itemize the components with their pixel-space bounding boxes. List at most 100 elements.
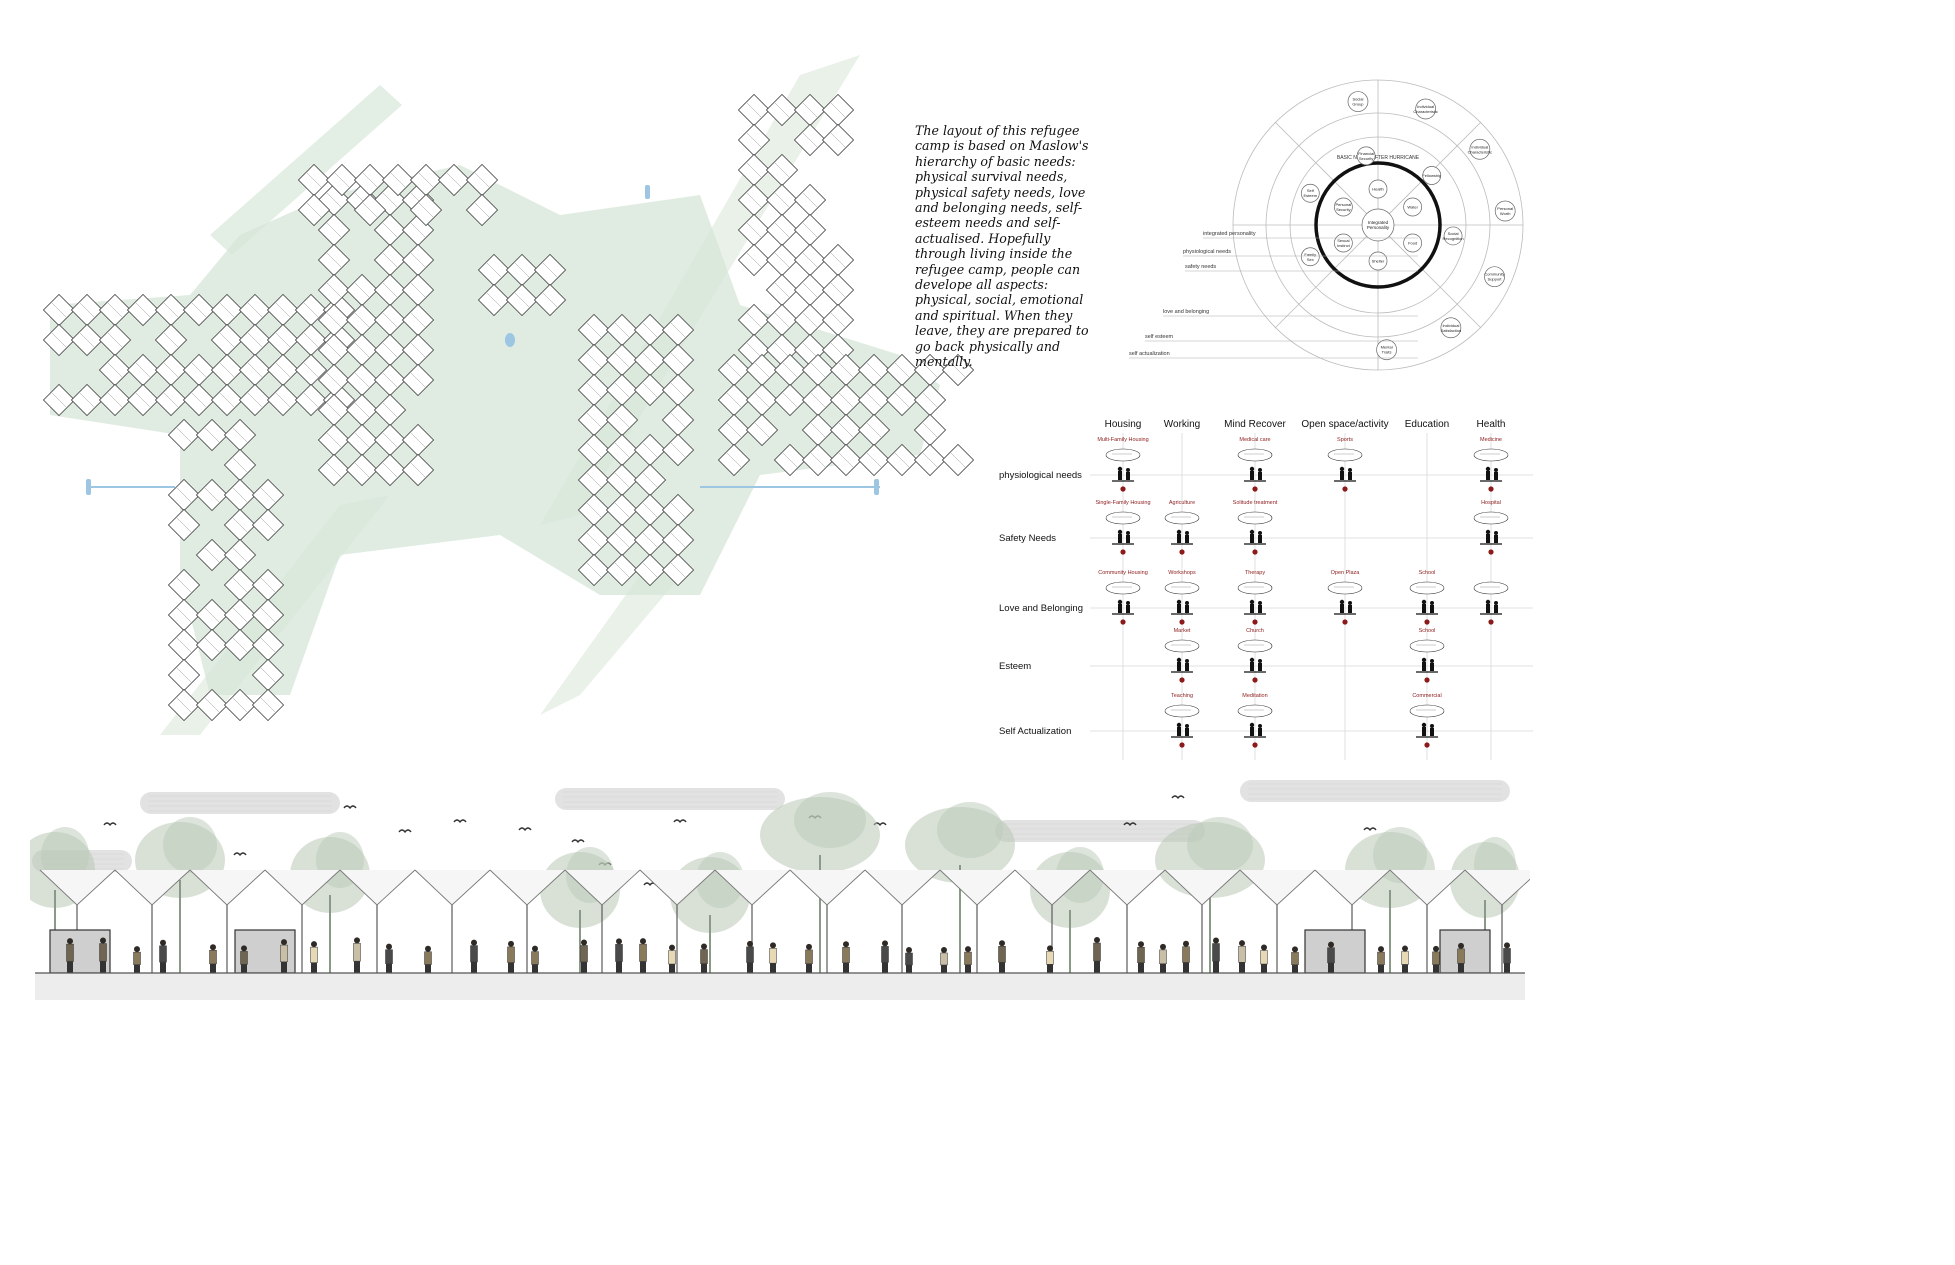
central-green-space (50, 165, 940, 695)
stretcher-icon (1480, 529, 1502, 545)
ring-title: BASIC NEEDS AFTER HURRICANE (1337, 155, 1420, 161)
need-node-label: Recognition (1443, 236, 1464, 241)
need-node-label: Instinct (1337, 243, 1351, 248)
roof-home-icon (1112, 529, 1134, 545)
need-node-label: Support (1488, 277, 1503, 282)
person (580, 939, 588, 973)
cloud (1240, 780, 1510, 802)
need-marker-dot (1252, 677, 1258, 683)
person (531, 945, 539, 973)
need-node-label: Food (1408, 241, 1417, 246)
matrix-cell: Medicine (1473, 437, 1509, 492)
need-marker-dot (1424, 619, 1430, 625)
speech-bubble (1105, 448, 1141, 462)
cloud (555, 788, 785, 810)
cell-label: Commercial (1412, 693, 1441, 699)
cell-label: Church (1246, 628, 1264, 634)
person (1260, 944, 1268, 973)
need-node (1443, 226, 1463, 246)
need-marker-dot (1424, 677, 1430, 683)
tree (540, 847, 620, 973)
need-node-label: Personal (1497, 206, 1513, 211)
column-header: Housing (1105, 419, 1142, 430)
person (1182, 940, 1190, 973)
bird (343, 805, 357, 810)
housing-blocks (42, 93, 975, 722)
birds (103, 795, 1377, 887)
roof-canopy (1089, 869, 1166, 973)
matrix-cell: Sports (1327, 437, 1363, 492)
person (1137, 941, 1145, 973)
matrix-cell: School (1409, 628, 1445, 683)
need-node (1484, 266, 1505, 288)
need-node (1334, 197, 1353, 217)
cell-label: Workshops (1168, 570, 1196, 576)
level-label: love and belonging (1163, 309, 1209, 315)
need-marker-dot (1179, 619, 1185, 625)
need-marker-dot (1488, 549, 1494, 555)
vendor-icon (1171, 657, 1193, 673)
roof-canopy (339, 869, 416, 973)
room-module (1304, 929, 1366, 974)
level-label: self esteem (1145, 334, 1174, 340)
person (615, 938, 623, 973)
need-marker-dot (1120, 486, 1126, 492)
roof-family-icon (1112, 466, 1134, 482)
speech-bubble (1473, 581, 1509, 595)
person (99, 937, 107, 973)
roof-canopy (939, 869, 1016, 973)
need-node-label: Individual (1442, 323, 1459, 328)
need-node-label: Community (1484, 272, 1504, 277)
matrix-cell: Church (1237, 628, 1273, 683)
need-nodes: IntegratedPersonalityHealthWaterFoodShel… (1300, 91, 1516, 361)
person (1093, 937, 1101, 973)
need-node-label: Traits (1382, 350, 1392, 355)
person (881, 940, 889, 973)
resting-person-icon (1244, 529, 1266, 545)
therapy-session-icon (1244, 599, 1266, 615)
workshop-group-icon (1171, 599, 1193, 615)
wheelchair-care-icon (1244, 466, 1266, 482)
basic-needs-ring (1314, 161, 1442, 289)
need-node (1440, 317, 1462, 339)
matrix-cell: Community Housing (1098, 570, 1148, 625)
teacher-desk-icon (1171, 722, 1193, 738)
need-node-label: Health (1372, 187, 1384, 192)
need-marker-dot (1252, 549, 1258, 555)
speech-bubble (1164, 581, 1200, 595)
medical-kit-icon (1480, 466, 1502, 482)
speech-bubble (1164, 511, 1200, 525)
bird (453, 819, 467, 824)
cell-label: Community Housing (1098, 570, 1148, 576)
cell-label: Teaching (1171, 693, 1193, 699)
need-node (1422, 166, 1442, 185)
need-marker-dot (1252, 486, 1258, 492)
need-marker-dot (1424, 742, 1430, 748)
tree (905, 802, 1015, 973)
matrix-cell: Agriculture (1164, 500, 1200, 555)
cell-label: Therapy (1245, 570, 1265, 576)
need-marker-dot (1488, 619, 1494, 625)
speech-bubble (1237, 448, 1273, 462)
need-marker-dot (1342, 486, 1348, 492)
speech-bubble (1237, 581, 1273, 595)
person (209, 944, 217, 973)
matrix-cell: Meditation (1237, 693, 1273, 748)
bird (1363, 827, 1377, 832)
need-node-label: Financial (1358, 151, 1374, 156)
person (385, 943, 393, 973)
speech-bubble (1409, 704, 1445, 718)
need-node (1403, 197, 1422, 217)
cell-label: Hospital (1481, 500, 1501, 506)
matrix-cell: Solitude treatment (1233, 500, 1278, 555)
matrix-cell: Market (1164, 628, 1200, 683)
matrix-cell: Medical care (1237, 437, 1273, 492)
need-node-label: Fellowship (1422, 173, 1442, 178)
person (639, 938, 647, 973)
speech-bubble (1105, 581, 1141, 595)
speech-bubble (1237, 704, 1273, 718)
cell-label: School (1419, 628, 1436, 634)
